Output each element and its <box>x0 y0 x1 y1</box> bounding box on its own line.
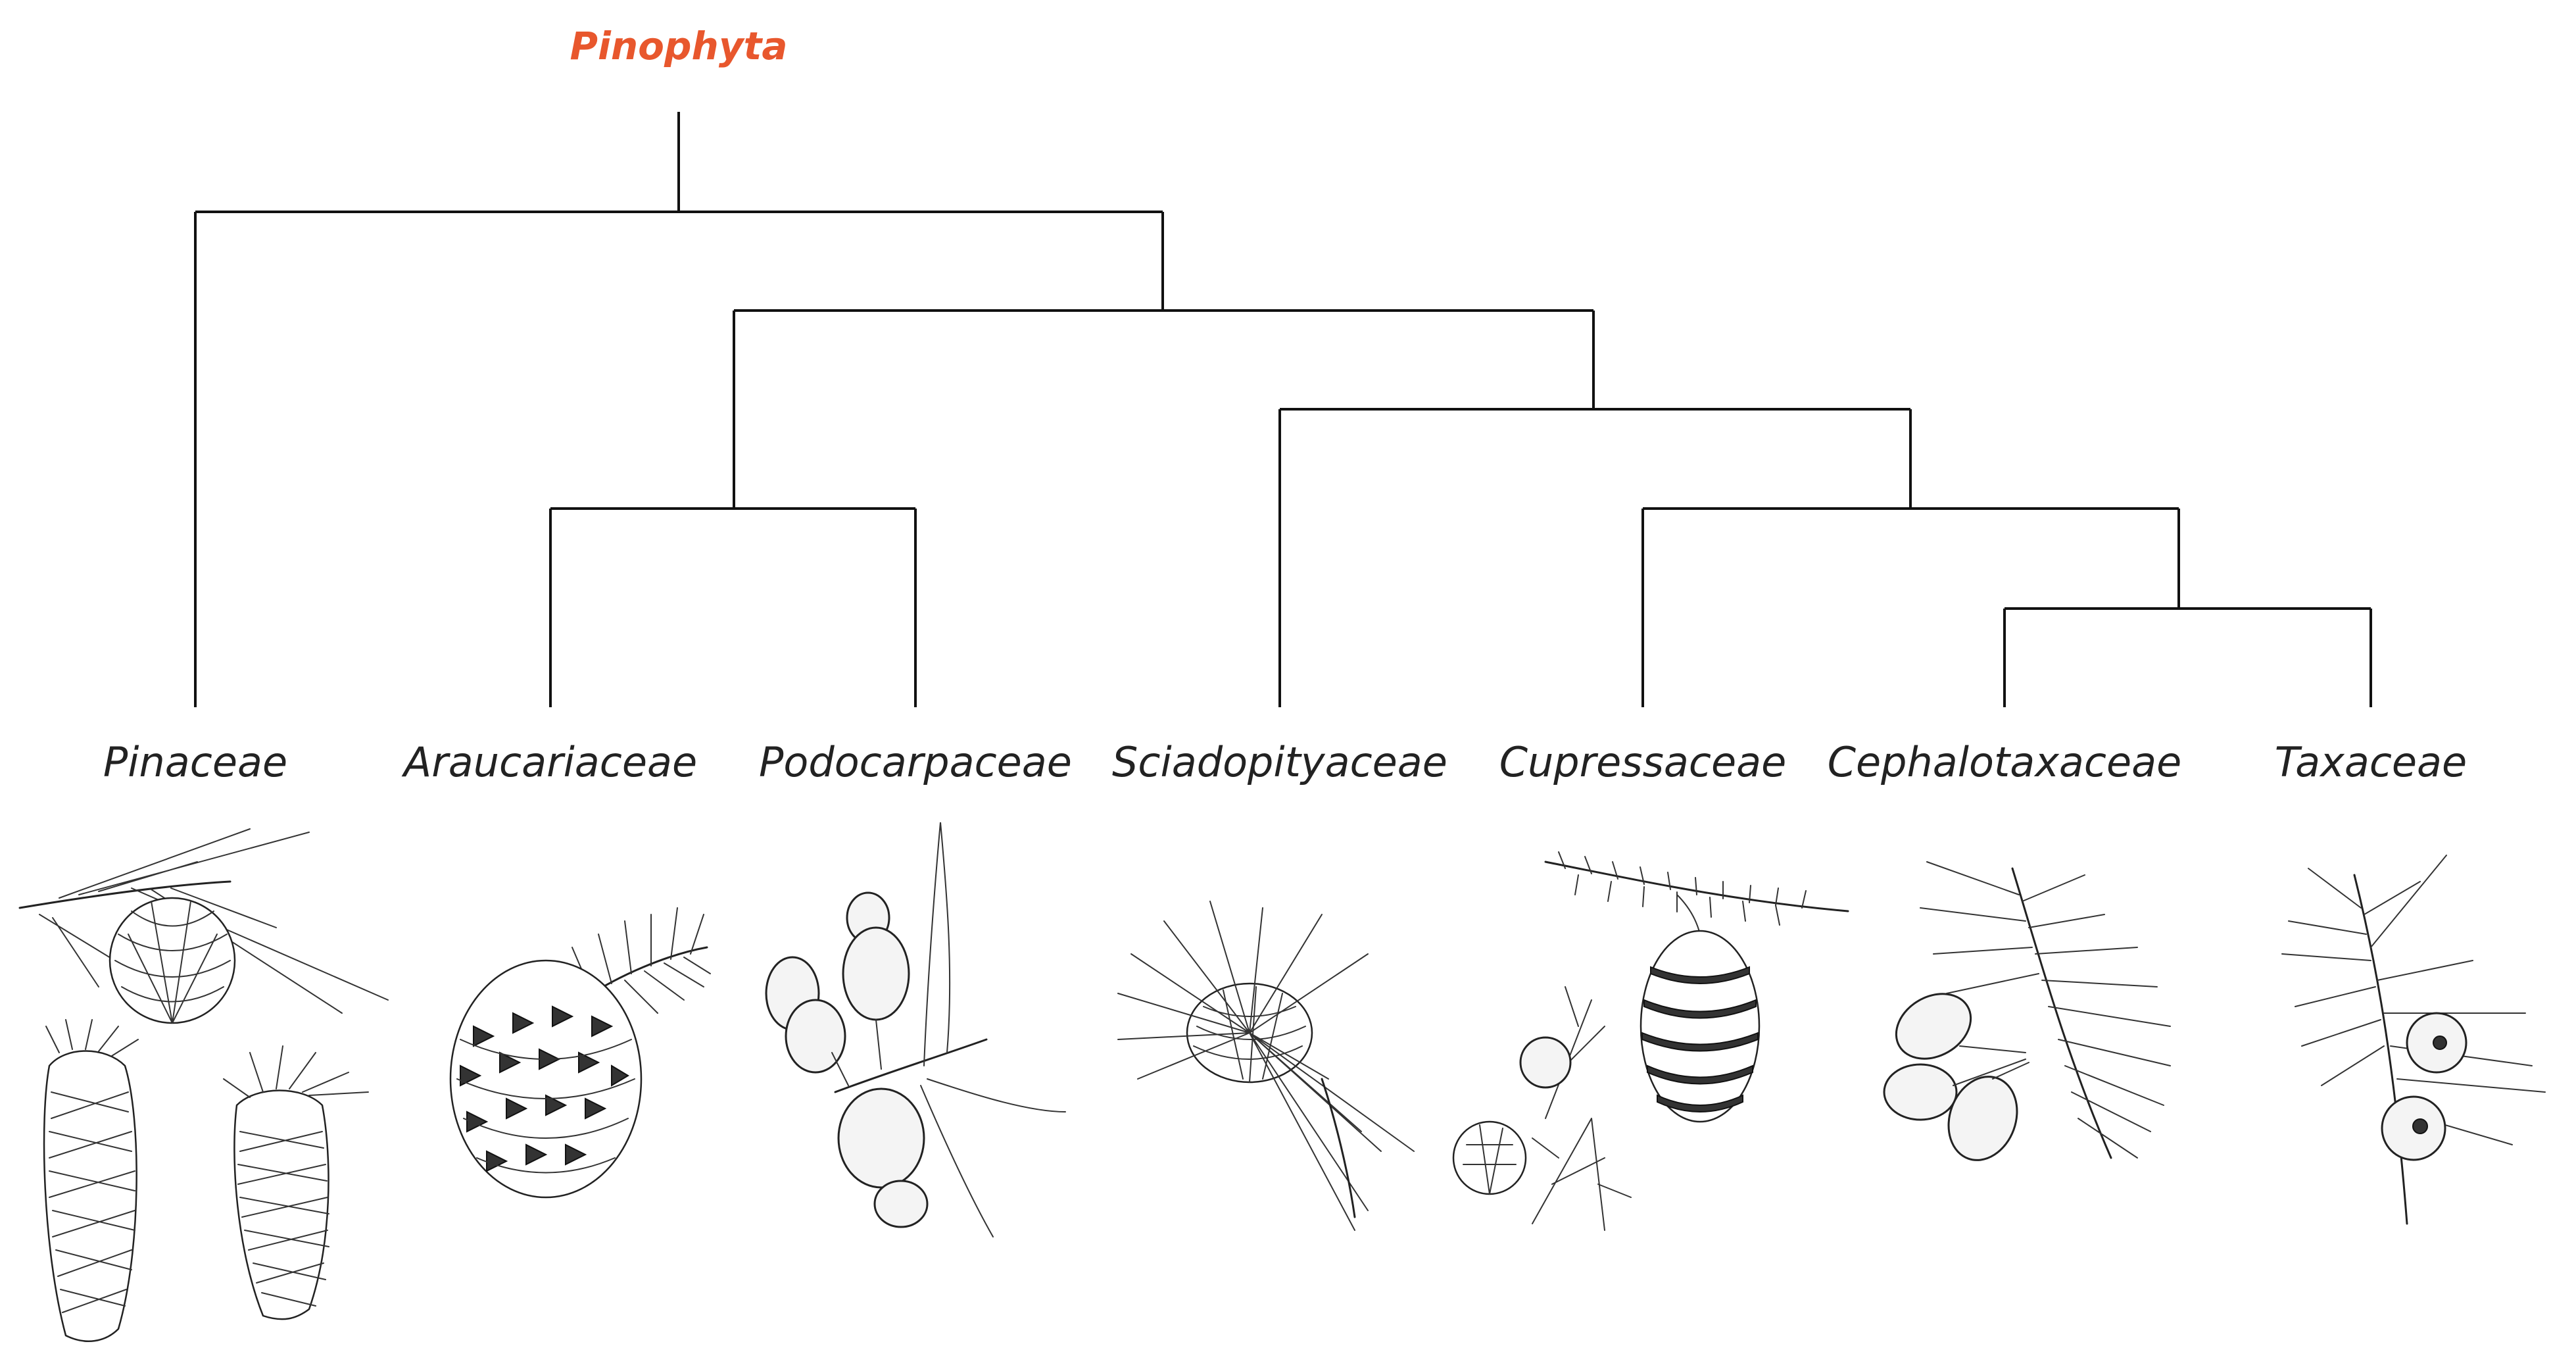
branch-level-1 <box>195 212 1163 707</box>
araucaria-cone-illustration <box>450 908 710 1197</box>
branch-araucaria-podocarp <box>550 509 915 707</box>
leaf-label-cephalotaxaceae: Cephalotaxaceae <box>1828 738 2182 786</box>
branch-level-3 <box>1280 409 1910 707</box>
umbrella-pine-cone-illustration <box>1118 901 1414 1230</box>
leaf-labels: Pinaceae Araucariaceae Podocarpaceae Sci… <box>103 738 2467 786</box>
yew-berries-illustration <box>2282 855 2545 1224</box>
leaf-label-sciadopityaceae: Sciadopityaceae <box>1112 738 1447 786</box>
leaf-label-podocarpaceae: Podocarpaceae <box>759 738 1072 786</box>
leaf-label-taxaceae: Taxaceae <box>2275 738 2467 786</box>
leaf-label-pinaceae: Pinaceae <box>103 738 287 786</box>
cypress-cones-illustration <box>1453 852 1848 1230</box>
tree-branches <box>195 112 2371 707</box>
leaf-label-cupressaceae: Cupressaceae <box>1499 738 1787 786</box>
plum-yew-branch-illustration <box>1884 862 2170 1170</box>
pine-cones-illustration <box>20 829 388 1341</box>
branch-cephalotaxus-taxus <box>2005 609 2371 707</box>
podocarp-seeds-illustration <box>766 822 1065 1237</box>
root-clade-title: Pinophyta <box>570 24 787 68</box>
leaf-label-araucariaceae: Araucariaceae <box>401 738 697 786</box>
